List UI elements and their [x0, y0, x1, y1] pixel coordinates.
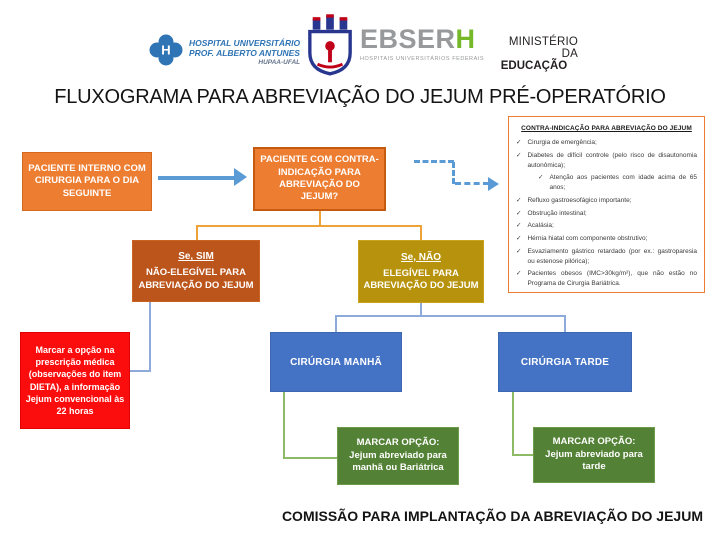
- connector-to-afternoon: [564, 315, 566, 333]
- connector-afternoon-down: [512, 392, 514, 456]
- flow-morning-box: CIRÚRGIA MANHÃ: [270, 332, 402, 392]
- dashed-arrow-segment: [452, 162, 455, 184]
- list-item: ✓ Esvaziamento gástrico retardado (por e…: [516, 247, 697, 267]
- connector-sim-down: [149, 302, 151, 372]
- connector-to-morning: [335, 315, 337, 333]
- connector-to-mark-morning: [283, 457, 337, 459]
- list-item: ✓ Acalásia;: [516, 221, 697, 231]
- check-icon: ✓: [516, 235, 522, 242]
- list-item-text: Acalásia;: [527, 222, 554, 230]
- list-item-text: Refluxo gastroesofágico importante;: [527, 196, 632, 204]
- flow-nao-header: Se, NÃO: [400, 251, 441, 263]
- ministry-line2: EDUCAÇÃO: [500, 60, 568, 72]
- check-icon: ✓: [516, 209, 522, 217]
- flow-mark-afternoon-box: MARCAR OPÇÃO: Jejum abreviado para tarde: [533, 427, 655, 483]
- connector-decision-split: [196, 225, 422, 227]
- ebserh-wordmark-gray: EBSER: [360, 24, 456, 54]
- check-icon: ✓: [516, 247, 522, 255]
- connector-decision-down: [319, 211, 321, 226]
- list-item: ✓ Pacientes obesos (IMC>30kg/m²), que nã…: [516, 269, 697, 289]
- ministry-logo: MINISTÉRIO DA EDUCAÇÃO: [490, 36, 578, 72]
- check-icon: ✓: [516, 196, 522, 204]
- check-icon: ✓: [516, 270, 522, 278]
- dashed-arrow-segment: [455, 182, 489, 185]
- flow-nao-box: Se, NÃO ELEGÍVEL PARA ABREVIAÇÃO DO JEJU…: [358, 240, 484, 303]
- connector-nao-split: [335, 315, 566, 317]
- flow-sim-box: Se, SIM NÃO-ELEGÍVEL PARA ABREVIAÇÃO DO …: [132, 240, 260, 302]
- ebserh-wordmark: EBSERH: [360, 26, 480, 53]
- connector-sim-to-prescription: [130, 370, 151, 372]
- arrow-start-to-decision-head-icon: [234, 168, 247, 186]
- flow-sim-header: Se, SIM: [178, 251, 214, 263]
- connector-morning-down: [283, 392, 285, 459]
- flow-afternoon-box: CIRÚRGIA TARDE: [498, 332, 632, 392]
- list-item-text: Atenção aos pacientes com idade acima de…: [549, 174, 697, 191]
- hupaa-logo-icon: H: [148, 34, 184, 71]
- flow-sim-body: NÃO-ELEGÍVEL PARA ABREVIAÇÃO DO JEJUM: [138, 267, 254, 291]
- ministry-line1: MINISTÉRIO DA: [508, 36, 578, 60]
- ebserh-logo: EBSERH HOSPITAIS UNIVERSITÁRIOS FEDERAIS: [360, 26, 485, 63]
- list-item-text: Diabetes de difícil controle (pelo risco…: [527, 151, 697, 169]
- list-item-text: Cirurgia de emergência;: [527, 139, 597, 146]
- hupaa-name-line2: PROF. ALBERTO ANTUNES: [189, 48, 300, 59]
- contraindications-title: CONTRA-INDICAÇÃO PARA ABREVIAÇÃO DO JEJU…: [521, 125, 692, 132]
- check-icon: ✓: [538, 174, 544, 182]
- flow-nao-body: ELEGÍVEL PARA ABREVIAÇÃO DO JEJUM: [363, 267, 479, 291]
- flow-start-box: PACIENTE INTERNO COM CIRURGIA PARA O DIA…: [22, 152, 152, 211]
- flow-decision-box: PACIENTE COM CONTRA-INDICAÇÃO PARA ABREV…: [253, 147, 386, 211]
- list-item-text: Esvaziamento gástrico retardado (por ex.…: [527, 247, 697, 265]
- check-icon: ✓: [516, 151, 522, 159]
- check-icon: ✓: [516, 139, 522, 146]
- footer-title: COMISSÃO PARA IMPLANTAÇÃO DA ABREVIAÇÃO …: [281, 508, 703, 524]
- list-item-text: Pacientes obesos (IMC>30kg/m²), que não …: [527, 270, 697, 287]
- hupaa-acronym: HUPAA-UFAL: [258, 58, 301, 66]
- list-subitem: ✓ Atenção aos pacientes com idade acima …: [516, 173, 697, 193]
- list-item-text: Obstrução intestinal;: [527, 209, 587, 217]
- connector-to-mark-afternoon: [512, 454, 533, 456]
- connector-to-nao: [420, 225, 422, 241]
- arrow-start-to-decision: [158, 176, 236, 180]
- list-item: ✓ Obstrução intestinal;: [516, 209, 697, 219]
- list-item: ✓ Diabetes de difícil controle (pelo ris…: [516, 151, 697, 171]
- hupaa-logo: H HOSPITAL UNIVERSITÁRIO PROF. ALBERTO A…: [148, 34, 300, 71]
- ufal-crest-icon: [306, 14, 354, 81]
- list-item: ✓ Refluxo gastroesofágico importante;: [516, 196, 697, 206]
- mark-morning-line2: Jejum abreviado para manhã ou Bariátrica: [349, 449, 447, 474]
- svg-text:H: H: [161, 43, 170, 58]
- dashed-arrow-segment: [414, 160, 454, 163]
- connector-to-sim: [196, 225, 198, 241]
- hupaa-name-line1: HOSPITAL UNIVERSITÁRIO: [189, 38, 301, 48]
- mark-morning-line1: MARCAR OPÇÃO:: [356, 437, 440, 449]
- page-title: FLUXOGRAMA PARA ABREVIAÇÃO DO JEJUM PRÉ-…: [54, 86, 666, 108]
- flow-prescription-box: Marcar a opção na prescrição médica (obs…: [20, 332, 130, 429]
- ebserh-subtitle: HOSPITAIS UNIVERSITÁRIOS FEDERAIS: [360, 56, 485, 62]
- list-item: ✓ Cirurgia de emergência;: [516, 138, 697, 148]
- contraindications-panel: CONTRA-INDICAÇÃO PARA ABREVIAÇÃO DO JEJU…: [508, 116, 705, 293]
- hupaa-logo-text: HOSPITAL UNIVERSITÁRIO PROF. ALBERTO ANT…: [189, 34, 300, 67]
- ebserh-wordmark-green: H: [455, 24, 476, 54]
- check-icon: ✓: [516, 222, 522, 230]
- connector-nao-down: [420, 303, 422, 317]
- dashed-arrow-head-icon: [488, 177, 499, 191]
- list-item: ✓ Hérnia hiatal com componente obstrutiv…: [516, 234, 697, 244]
- mark-afternoon-line1: MARCAR OPÇÃO:: [552, 436, 636, 448]
- mark-afternoon-line2: Jejum abreviado para tarde: [545, 448, 643, 473]
- list-item-text: Hérnia hiatal com componente obstrutivo;: [527, 235, 648, 242]
- flow-mark-morning-box: MARCAR OPÇÃO: Jejum abreviado para manhã…: [337, 427, 459, 485]
